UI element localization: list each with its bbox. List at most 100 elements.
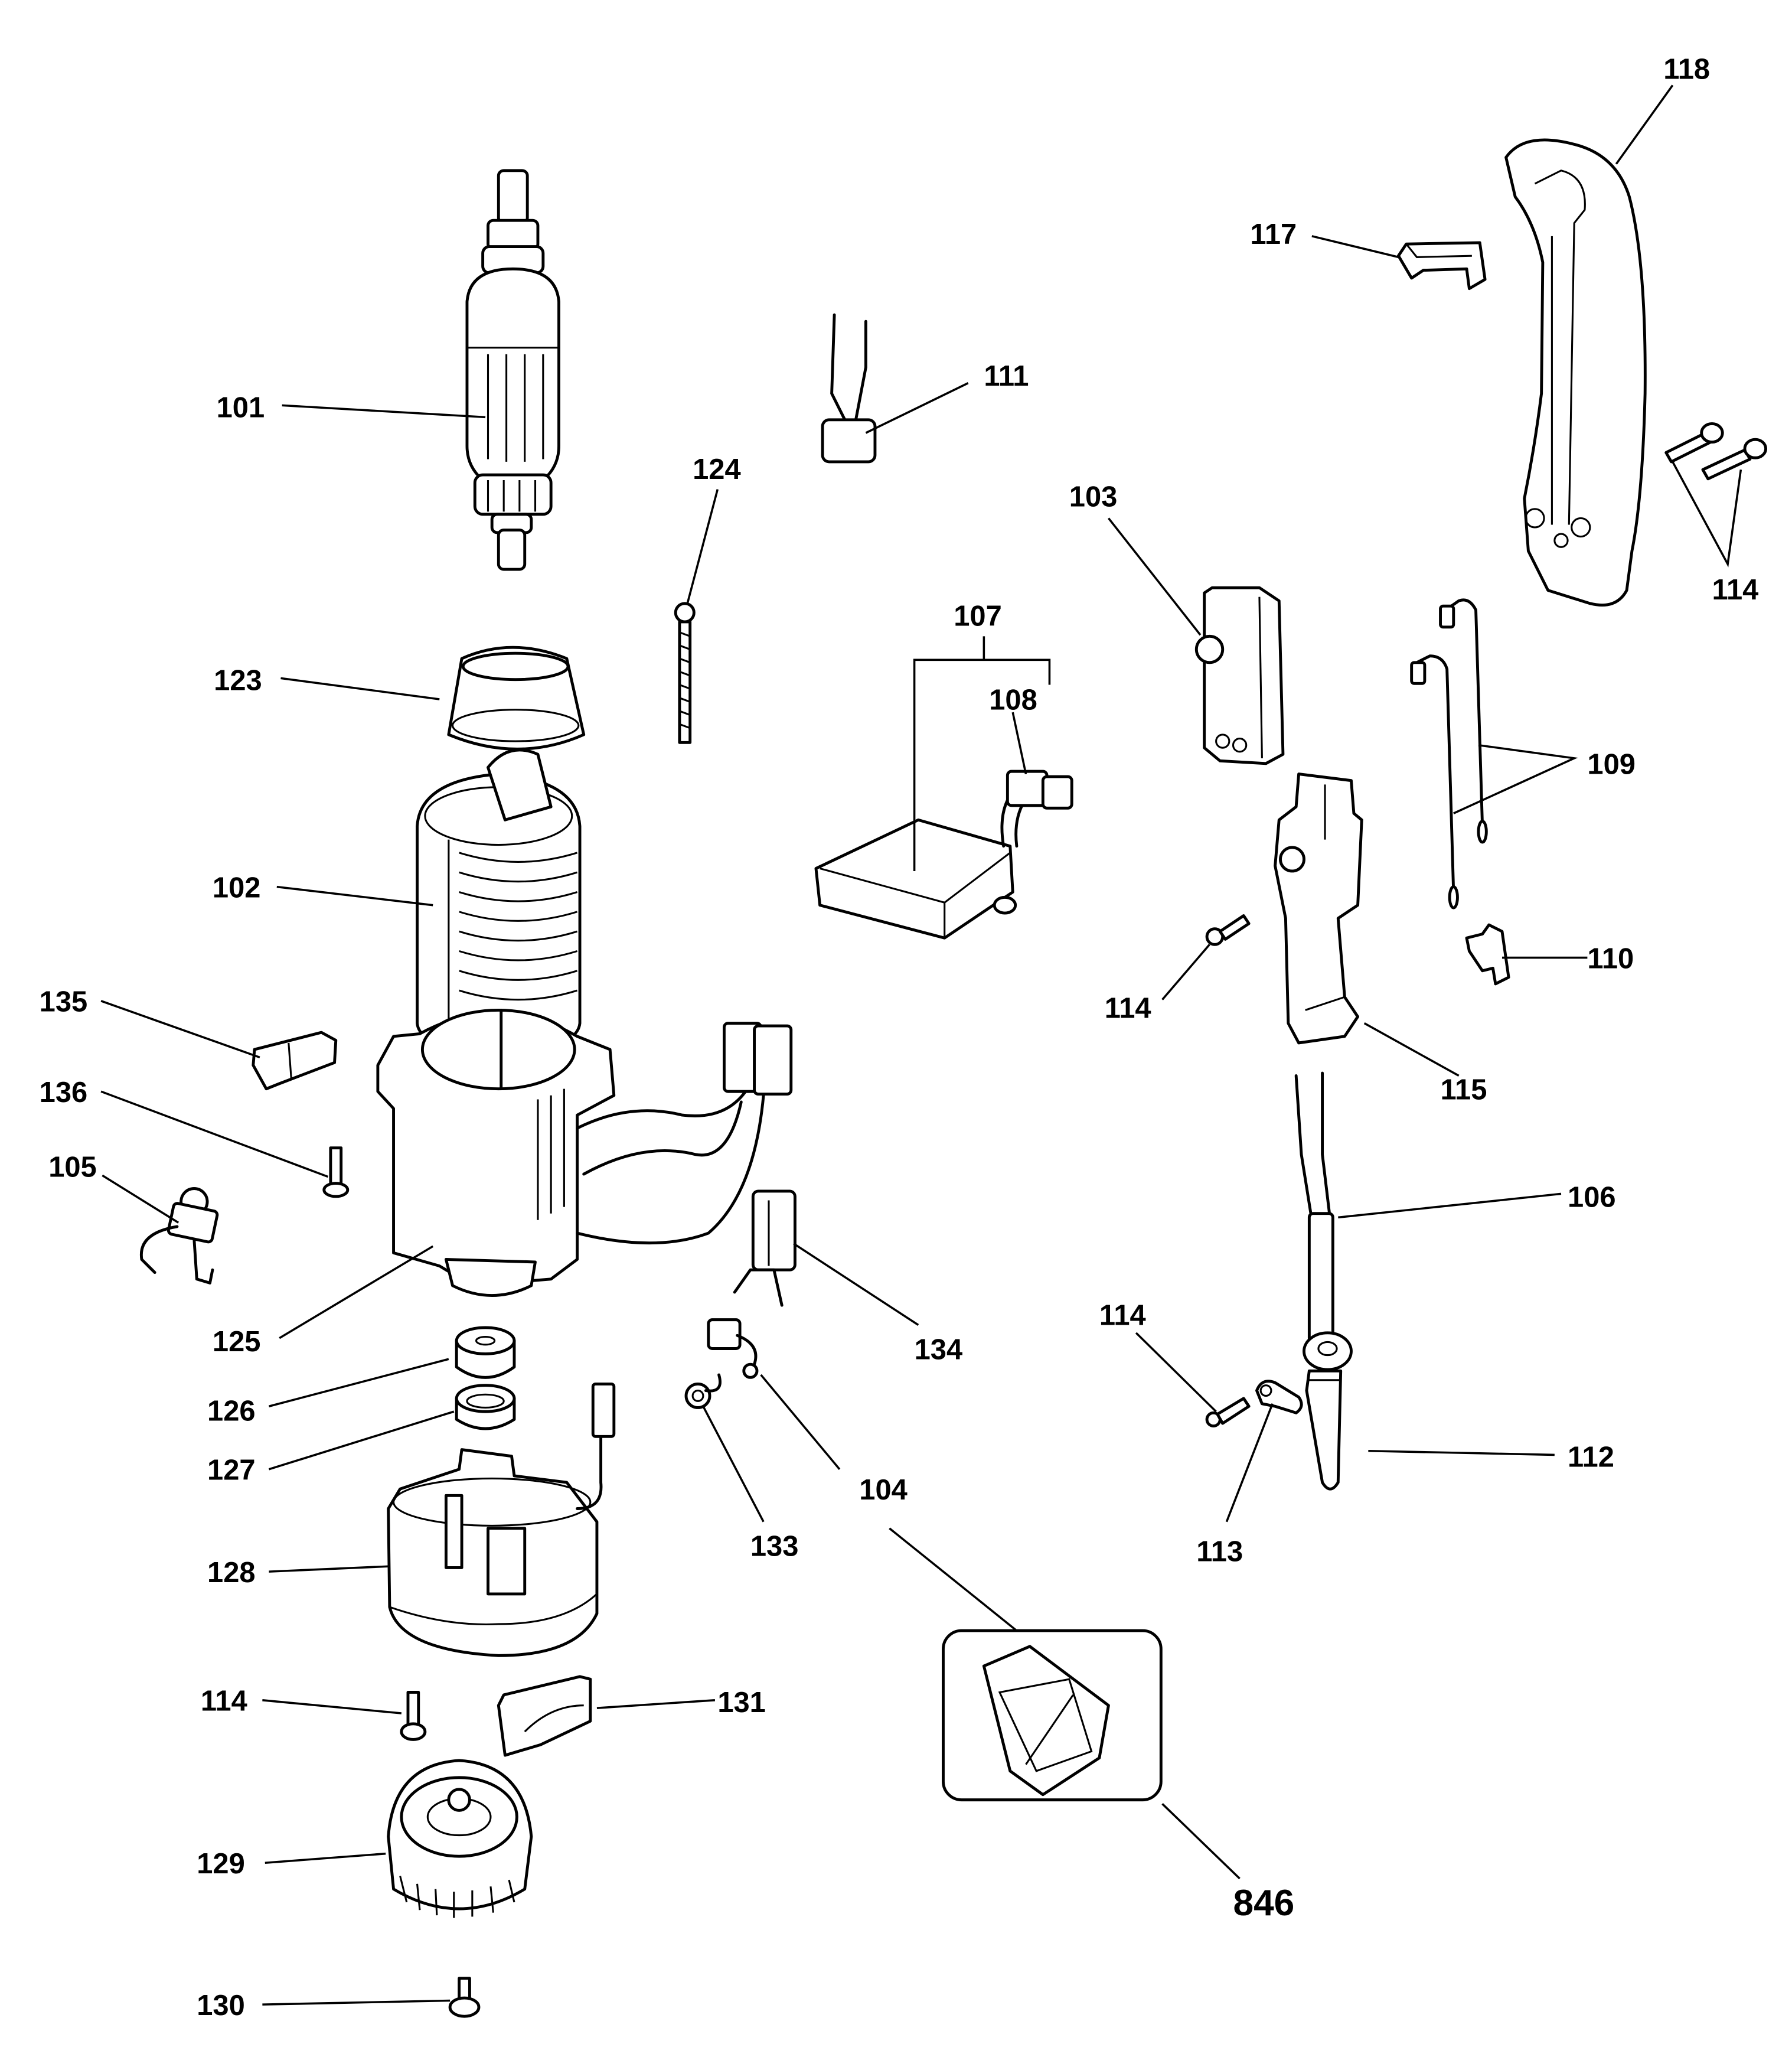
callout-113[interactable]: 113 [1196,1536,1243,1567]
part-126-bearing[interactable] [455,1326,516,1379]
part-113-cord-clamp[interactable] [1255,1380,1303,1414]
leader-114-handle [1672,461,1742,568]
callout-112[interactable]: 112 [1568,1441,1614,1473]
part-111-capacitor[interactable] [821,313,877,464]
callout-106[interactable]: 106 [1568,1182,1616,1214]
bracket-107 [913,636,1051,871]
leader-114-clamp [1135,1332,1217,1413]
leader-135 [100,1000,260,1059]
callout-104[interactable]: 104 [859,1474,908,1506]
leader-136 [100,1090,329,1178]
part-108-connector[interactable] [1000,770,1073,848]
callout-133[interactable]: 133 [750,1530,799,1562]
callout-115[interactable]: 115 [1441,1074,1487,1106]
callout-123[interactable]: 123 [214,664,262,696]
leader-126 [269,1358,449,1407]
callout-102[interactable]: 102 [213,872,261,904]
leader-123 [280,677,440,700]
part-105-brush-with-lead[interactable] [139,1187,219,1285]
callout-128[interactable]: 128 [207,1557,256,1589]
leader-115 [1363,1022,1460,1077]
callout-101[interactable]: 101 [217,392,265,423]
part-133-brush-spring[interactable] [684,1373,722,1409]
leader-117 [1311,235,1399,259]
part-125-motor-housing[interactable] [376,1008,793,1297]
leader-102 [276,885,433,907]
callout-125[interactable]: 125 [213,1326,261,1358]
leader-106 [1338,1192,1562,1219]
callout-114-clamp[interactable]: 114 [1099,1300,1146,1332]
part-114-screw-end-cap[interactable] [400,1691,427,1741]
part-131-brush-cover[interactable] [497,1675,592,1757]
part-124-long-screw[interactable] [674,602,696,744]
leader-127 [268,1410,455,1471]
callout-114-end-cap[interactable]: 114 [201,1686,247,1717]
callout-136[interactable]: 136 [40,1077,88,1109]
callout-129[interactable]: 129 [197,1848,245,1880]
part-846-kit-bag[interactable] [942,1629,1163,1802]
callout-110[interactable]: 110 [1587,943,1634,974]
leader-134 [793,1243,919,1326]
part-106-power-cord[interactable] [1294,1071,1334,1344]
leader-114-end-cap [262,1699,402,1714]
part-114-screw-clamp[interactable] [1205,1397,1251,1427]
part-104-carbon-brush[interactable] [707,1318,759,1379]
callout-127[interactable]: 127 [207,1455,256,1486]
leader-111 [865,382,969,434]
leader-101 [282,404,486,419]
part-136-small-screw[interactable] [322,1146,350,1198]
callout-114-handle[interactable]: 114 [1712,574,1758,606]
callout-135[interactable]: 135 [40,986,88,1018]
leader-105 [102,1174,179,1224]
leader-131 [596,1699,716,1709]
part-112-cord-protector[interactable] [1303,1331,1353,1491]
callout-111[interactable]: 111 [984,360,1029,392]
callout-108[interactable]: 108 [989,684,1037,716]
part-127-bearing-sleeve[interactable] [455,1384,516,1430]
part-109-leads[interactable] [1410,598,1488,909]
leader-124 [686,489,719,604]
part-103-switch[interactable] [1194,586,1285,765]
part-128-brush-holder-end-cap[interactable] [387,1383,616,1657]
callout-109[interactable]: 109 [1587,749,1636,781]
callout-117[interactable]: 117 [1250,219,1297,250]
part-135-retaining-clip[interactable] [252,1031,338,1091]
leader-130 [262,1999,451,2006]
part-123-baffle[interactable] [447,646,586,751]
callout-114-switch[interactable]: 114 [1105,993,1151,1025]
leader-109 [1453,744,1578,814]
callout-126[interactable]: 126 [207,1396,256,1427]
part-129-fan-cover[interactable] [387,1759,533,1918]
callout-130[interactable]: 130 [197,1990,245,2022]
callout-846[interactable]: 846 [1233,1883,1295,1924]
leader-114-switch [1161,944,1210,1000]
callout-118[interactable]: 118 [1663,53,1710,85]
leader-128 [269,1565,389,1573]
leader-118 [1615,84,1674,165]
part-110-terminal-clip[interactable] [1465,923,1510,986]
leader-108 [1011,712,1027,774]
part-130-screw-with-washer[interactable] [448,1977,481,2018]
part-114-screws-handle[interactable] [1664,422,1768,481]
callout-103[interactable]: 103 [1069,481,1118,513]
part-134-brush-box[interactable] [733,1189,797,1307]
part-118-handle[interactable] [1504,138,1647,607]
part-115-switch-housing[interactable] [1274,772,1363,1045]
leader-846 [1161,1803,1241,1880]
part-107-electronic-module[interactable] [814,818,1017,940]
callout-105[interactable]: 105 [48,1152,97,1184]
leader-104 [760,1374,841,1470]
leader-129 [265,1852,386,1864]
callout-131[interactable]: 131 [717,1687,766,1719]
leader-103 [1108,517,1202,636]
leader-104-kit [889,1527,1018,1632]
callout-134[interactable]: 134 [915,1334,963,1365]
callout-107[interactable]: 107 [954,601,1002,633]
callout-124[interactable]: 124 [693,454,741,485]
part-117-clip[interactable] [1397,241,1487,291]
part-114-screw-switch[interactable] [1205,914,1251,946]
part-101-armature[interactable] [465,169,560,571]
leader-113 [1225,1403,1274,1523]
leader-125 [279,1245,434,1339]
